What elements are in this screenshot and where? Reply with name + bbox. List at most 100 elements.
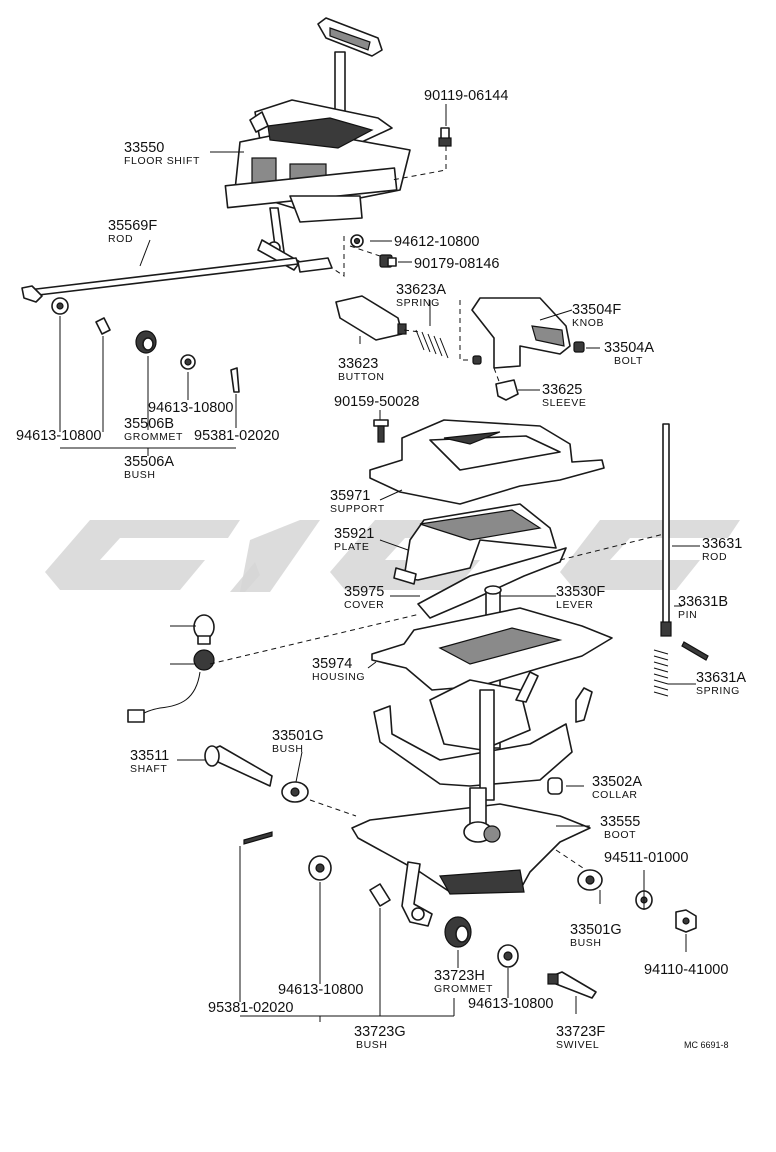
harness-socket-part (127, 649, 215, 723)
label-33631-number: 33631 (702, 536, 742, 552)
housing-35974-part (371, 607, 613, 691)
drawing-code: MC 6691-8 (684, 1040, 729, 1050)
label-33511-name: SHAFT (130, 763, 167, 775)
label-90119-number: 90119-06144 (424, 88, 508, 104)
label-33504a-name: BOLT (614, 355, 643, 367)
boot-33555-part (351, 787, 591, 895)
grommet-33723h-part (444, 916, 472, 948)
label-33511-number: 33511 (130, 748, 169, 764)
label-90179-number: 90179-08146 (414, 256, 499, 272)
shaft-33511-part (204, 745, 273, 787)
label-33502a-number: 33502A (592, 774, 642, 790)
label-35921-number: 35921 (334, 526, 374, 542)
label-35569f-number: 35569F (108, 218, 157, 234)
label-33623a-number: 33623A (396, 282, 446, 298)
leader-lines (59, 104, 700, 1022)
label-90159-number: 90159-50028 (334, 394, 419, 410)
label-94110-number: 94110-41000 (644, 962, 728, 978)
part-labels: 33550 FLOOR SHIFT 90119-06144 35569F ROD… (16, 88, 746, 1051)
label-35974-name: HOUSING (312, 671, 365, 683)
label-33631b-name: PIN (678, 609, 697, 621)
bush-33501g-b-part (577, 869, 603, 891)
label-95381-b-number: 95381-02020 (208, 1000, 293, 1016)
label-35975-name: COVER (344, 599, 384, 611)
watermark-logo (45, 520, 740, 592)
support-35971-part (369, 419, 605, 505)
label-33550-number: 33550 (124, 140, 164, 156)
pin-95381-b-part (243, 831, 273, 845)
knob-33504f-part (471, 297, 571, 369)
label-33504f-number: 33504F (572, 302, 621, 318)
label-35975-number: 35975 (344, 584, 384, 600)
screw-90159-part (373, 419, 389, 443)
label-33631a-number: 33631A (696, 670, 746, 686)
lower-lever-part (401, 861, 433, 927)
label-33501g-b-number: 33501G (570, 922, 622, 938)
label-94511-number: 94511-01000 (604, 850, 688, 866)
collar-33502a-part (547, 777, 563, 795)
label-35506a-number: 35506A (124, 454, 174, 470)
cover-35975-part (417, 547, 567, 619)
label-95381-a-number: 95381-02020 (194, 428, 279, 444)
label-33501g-b-name: BUSH (570, 937, 602, 949)
rod-35569f-part (21, 257, 299, 303)
label-33530f-name: LEVER (556, 599, 593, 611)
label-33501g-a-number: 33501G (272, 728, 324, 744)
label-94613-b-number: 94613-10800 (148, 400, 233, 416)
label-33502a-name: COLLAR (592, 789, 638, 801)
washer-94612-part (350, 234, 364, 248)
label-35971-number: 35971 (330, 488, 370, 504)
nut-94110-part (675, 909, 697, 933)
label-33555-number: 33555 (600, 814, 640, 830)
washer-94613-b-part (180, 354, 196, 370)
label-33723f-number: 33723F (556, 1024, 605, 1040)
spring-33631a-part (653, 649, 669, 697)
bush-35506a-small-part (95, 317, 111, 335)
label-35971-name: SUPPORT (330, 503, 385, 515)
label-33501g-a-name: BUSH (272, 743, 304, 755)
plate-35921-part (393, 503, 557, 585)
label-94613-a-number: 94613-10800 (16, 428, 101, 444)
label-35506a-name: BUSH (124, 469, 156, 481)
button-33623-part (335, 295, 407, 341)
bolt-90119-part (438, 127, 452, 147)
label-33504f-name: KNOB (572, 317, 604, 329)
rod-33631-part (660, 423, 672, 637)
washer-94613-d-part (497, 944, 519, 968)
label-35506b-name: GROMMET (124, 431, 183, 443)
label-35921-name: PLATE (334, 541, 369, 553)
label-33723f-name: SWIVEL (556, 1039, 599, 1051)
floor-shift-assembly (224, 17, 411, 273)
sleeve-33625-part (495, 379, 519, 401)
label-35974-number: 35974 (312, 656, 352, 672)
label-33504a-number: 33504A (604, 340, 654, 356)
label-33723h-name: GROMMET (434, 983, 493, 995)
spring-33623a-part (415, 329, 449, 359)
frame-bracket-part (373, 671, 593, 801)
label-33625-number: 33625 (542, 382, 582, 398)
label-35506b-number: 35506B (124, 416, 174, 432)
label-33723g-number: 33723G (354, 1024, 406, 1040)
label-33625-name: SLEEVE (542, 397, 586, 409)
label-33550-name: FLOOR SHIFT (124, 155, 200, 167)
washer-94613-a-part (51, 297, 69, 315)
label-94613-c-number: 94613-10800 (278, 982, 363, 998)
label-33723g-name: BUSH (356, 1039, 388, 1051)
grommet-35506b-part (135, 330, 157, 354)
bolt-33504a-part (573, 341, 585, 353)
nut-90179-part (379, 254, 397, 268)
swivel-33723f-part (547, 971, 597, 999)
bulb-socket-part (193, 614, 215, 645)
label-33631b-number: 33631B (678, 594, 728, 610)
label-33530f-number: 33530F (556, 584, 605, 600)
label-33631a-name: SPRING (696, 685, 740, 697)
label-33555-name: BOOT (604, 829, 636, 841)
label-33623-name: BUTTON (338, 371, 385, 383)
label-33623a-name: SPRING (396, 297, 440, 309)
label-94612-number: 94612-10800 (394, 234, 479, 250)
pin-33631b-part (681, 641, 709, 661)
dashed-guide-lines (209, 146, 665, 871)
bush-33501g-a-part (281, 781, 309, 803)
label-33623-number: 33623 (338, 356, 378, 372)
